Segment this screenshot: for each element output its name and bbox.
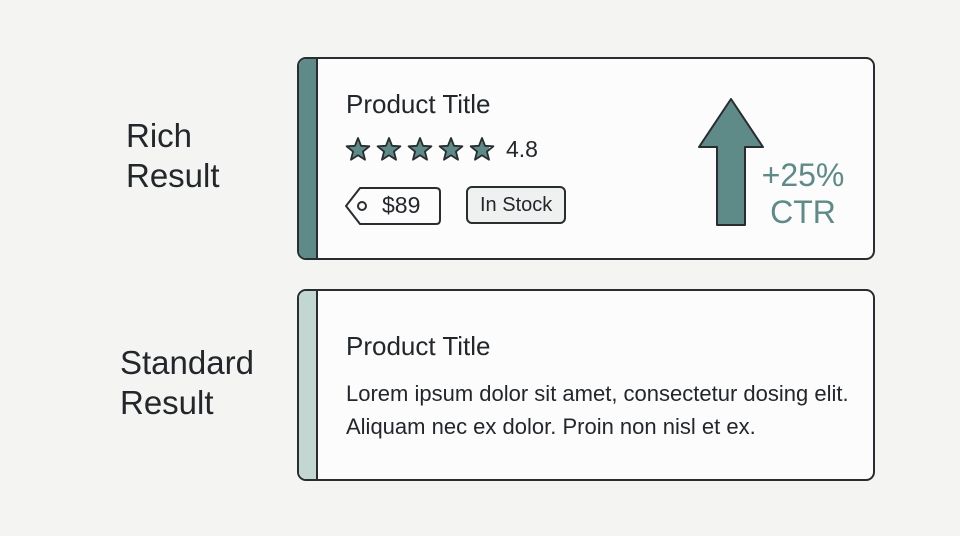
rich-label-line-2: Result (126, 157, 220, 194)
up-arrow-icon (698, 98, 764, 226)
star-icon-border (469, 137, 495, 161)
standard-result-card: Product Title Lorem ipsum dolor sit amet… (297, 289, 875, 481)
rich-card-title: Product Title (346, 89, 491, 119)
price-tag-icon (345, 187, 441, 225)
rich-label-line-1: Rich (126, 117, 193, 154)
star-icon-border (438, 137, 464, 161)
stars-group (345, 137, 495, 161)
standard-label-line-2: Result (120, 384, 214, 421)
star-icon-border (376, 137, 402, 161)
ctr-percent: +25% (761, 157, 845, 193)
price-tag: $89 (344, 185, 444, 227)
standard-label-line-1: Standard (120, 344, 254, 381)
star-icon (408, 138, 432, 160)
rating-value: 4.8 (506, 135, 538, 162)
star-rating: 4.8 (344, 135, 538, 163)
rich-result-card: Product Title 4.8 $89 In Stock +25% CTR (297, 57, 875, 260)
star-icon (346, 138, 370, 160)
star-icon (470, 138, 490, 160)
price-value: $89 (382, 192, 421, 218)
rich-card-accent-bar (299, 59, 318, 258)
standard-result-label: Standard Result (120, 343, 254, 423)
ctr-label: CTR (770, 194, 836, 230)
star-icon (377, 138, 401, 160)
stock-badge: In Stock (466, 186, 567, 224)
rich-result-label: Rich Result (126, 116, 220, 196)
star-icon (439, 138, 463, 160)
star-icon-border (345, 137, 371, 161)
ctr-increase: +25% CTR (757, 157, 849, 231)
star-icon-border (407, 137, 433, 161)
standard-card-description: Lorem ipsum dolor sit amet, consectetur … (346, 381, 849, 439)
standard-card-accent-bar (299, 291, 318, 479)
standard-card-title: Product Title (346, 331, 491, 361)
